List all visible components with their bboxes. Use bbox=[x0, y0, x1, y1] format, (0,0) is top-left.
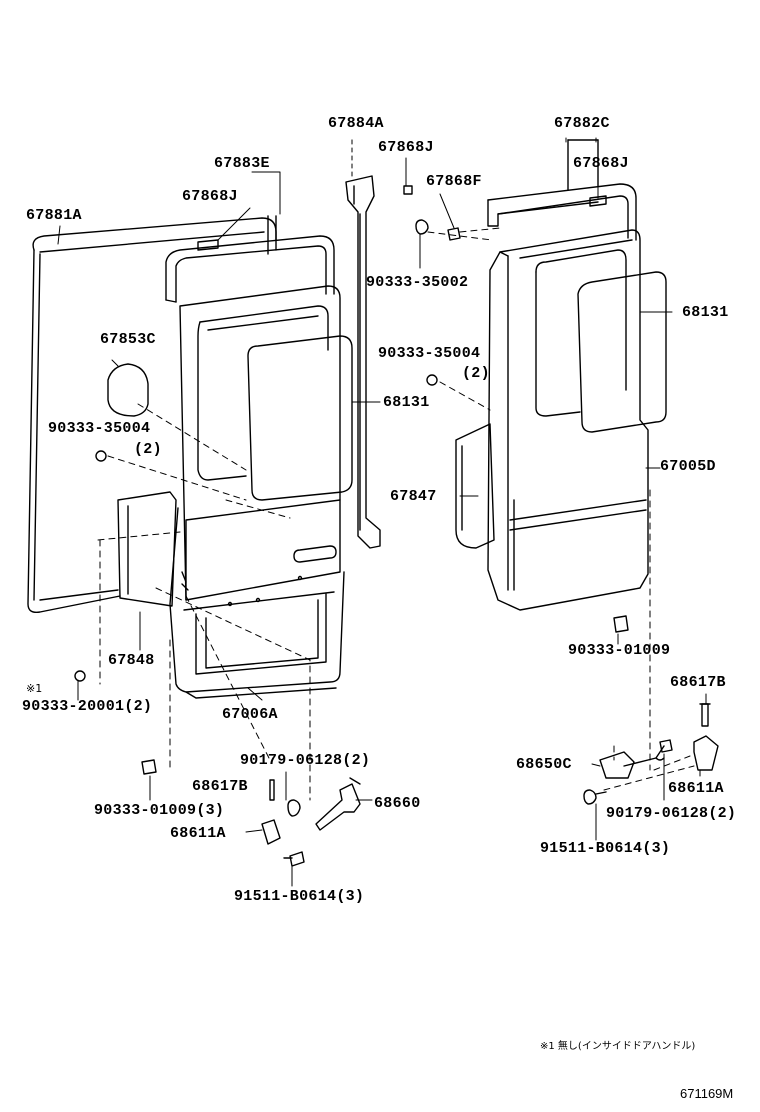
clip-67868J-center bbox=[403, 185, 413, 195]
label-note-mark-1: ※1 bbox=[26, 682, 43, 695]
label-67884A: 67884A bbox=[328, 115, 384, 132]
inner-trim-67847 bbox=[455, 423, 495, 549]
clip-67868J-right bbox=[589, 195, 607, 207]
weatherstrip-67882C bbox=[487, 139, 637, 241]
label-68660: 68660 bbox=[374, 795, 421, 812]
clip-90333-35002 bbox=[415, 219, 429, 235]
garnish-67884A bbox=[345, 139, 381, 549]
label-68617B-left: 68617B bbox=[192, 778, 248, 795]
clip-90333-35004-right bbox=[426, 374, 438, 386]
hole-cover-67853C bbox=[107, 363, 149, 417]
glass-68131-center bbox=[247, 335, 353, 501]
clip-90333-35004-left bbox=[95, 450, 107, 462]
label-68131-center: 68131 bbox=[383, 394, 430, 411]
label-67868J-left: 67868J bbox=[182, 188, 238, 205]
pin-68617B-left bbox=[269, 779, 275, 801]
label-67868F: 67868F bbox=[426, 173, 482, 190]
label-67847: 67847 bbox=[390, 488, 437, 505]
clips-67868J-left bbox=[197, 239, 219, 251]
label-91511-B0614-right: 91511-B0614(3) bbox=[540, 840, 671, 857]
label-qty-35004-left: (2) bbox=[134, 441, 162, 458]
label-67868J-right: 67868J bbox=[573, 155, 629, 172]
clip-67868F bbox=[447, 227, 461, 241]
label-90333-35002: 90333-35002 bbox=[366, 274, 469, 291]
leader-lines-right bbox=[427, 227, 695, 791]
label-90179-06128-left: 90179-06128(2) bbox=[240, 752, 371, 769]
label-90179-06128-right: 90179-06128(2) bbox=[606, 805, 737, 822]
weatherstrip-67883E bbox=[165, 215, 335, 303]
label-68131-right: 68131 bbox=[682, 304, 729, 321]
label-67006A: 67006A bbox=[222, 706, 278, 723]
label-67881A: 67881A bbox=[26, 207, 82, 224]
diagram-reference-number: 671169M bbox=[680, 1086, 734, 1101]
hardware-left bbox=[261, 777, 361, 867]
footnote: ※1 無し(インサイドドアハンドル) bbox=[540, 1041, 696, 1052]
check-68650C bbox=[599, 751, 635, 779]
bracket-68611A-right bbox=[693, 735, 719, 771]
label-67882C: 67882C bbox=[554, 115, 610, 132]
check-68660 bbox=[315, 783, 361, 831]
label-67883E: 67883E bbox=[214, 155, 270, 172]
label-leader-lines bbox=[57, 137, 707, 887]
weatherstrip-67881A bbox=[27, 217, 277, 614]
label-91511-B0614-left: 91511-B0614(3) bbox=[234, 888, 365, 905]
clip-90333-01009-right bbox=[613, 615, 629, 633]
clip-90333-20001 bbox=[74, 670, 86, 682]
pin-68617B-right bbox=[701, 703, 709, 727]
label-90333-35004-left: 90333-35004 bbox=[48, 420, 151, 437]
door-panel-67005D bbox=[487, 229, 667, 611]
label-67868J-center: 67868J bbox=[378, 139, 434, 156]
label-68650C: 68650C bbox=[516, 756, 572, 773]
hardware-right bbox=[583, 703, 719, 805]
leader-lines-left bbox=[97, 403, 311, 801]
door-frame-left bbox=[169, 285, 353, 699]
label-qty-35004-right: (2) bbox=[462, 365, 490, 382]
glass-68131-right bbox=[577, 271, 667, 433]
label-67005D: 67005D bbox=[660, 458, 716, 475]
label-68611A-right: 68611A bbox=[668, 780, 724, 797]
label-90333-35004-right: 90333-35004 bbox=[378, 345, 481, 362]
label-67848: 67848 bbox=[108, 652, 155, 669]
label-68617B-right: 68617B bbox=[670, 674, 726, 691]
label-90333-20001: 90333-20001(2) bbox=[22, 698, 153, 715]
label-67853C: 67853C bbox=[100, 331, 156, 348]
bracket-68611A-left bbox=[261, 819, 281, 845]
inner-trim-67848 bbox=[117, 491, 177, 607]
label-90333-01009-left: 90333-01009(3) bbox=[94, 802, 225, 819]
label-90333-01009-right: 90333-01009 bbox=[568, 642, 671, 659]
label-68611A-left: 68611A bbox=[170, 825, 226, 842]
clip-90333-01009-left bbox=[141, 759, 157, 775]
